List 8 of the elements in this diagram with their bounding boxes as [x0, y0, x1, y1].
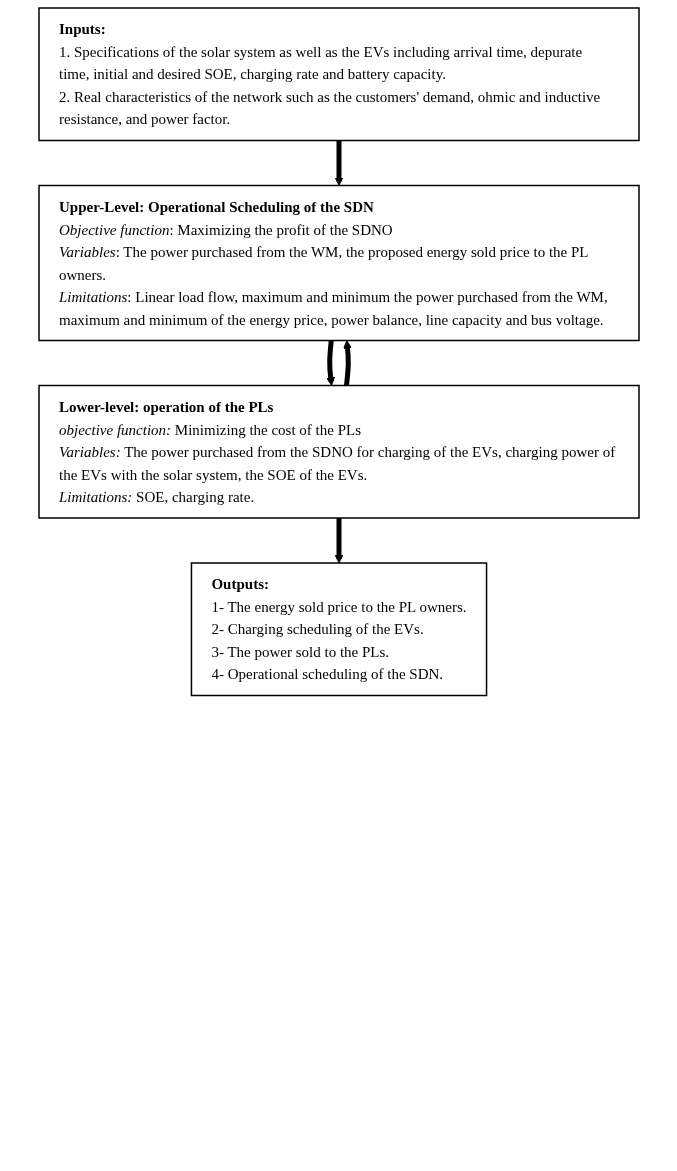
- node-box: Lower-level: operation of the PLs objective function: Minimizing the cost of the PLs Variables: The power purchased from the SDNO for charging of the EVs, charging power of the EVs with the solar system, the SOE of the EVs. Limitations: SOE, charging rate.: [37, 384, 640, 519]
- arrow: [325, 340, 335, 386]
- node-box: Inputs: 1. Specifications of the solar system as well as the EVs including arrival time, depurate time, initial and desired SOE, charging rate and battery capacity. 2. Real characteristics of the network such as the customers' demand, ohmic and inductive resistance, and power factor.: [37, 7, 640, 142]
- arrow: [342, 340, 352, 386]
- node-box: Upper-Level: Operational Scheduling of the SDN Objective function: Maximizing the profit of the SDNO Variables: The power purchased from the WM, the proposed energy sold price to the PL owners. Limitations: Linear load flow, maximum and minimum the power purchased from the WM, maximum and minimum of the energy price, power balance, line capacity and bus voltage.: [37, 184, 640, 342]
- arrow: [334, 518, 343, 564]
- node-box: Outputs: 1- The energy sold price to the PL owners. 2- Charging scheduling of the EVs. 3- The power sold to the PLs. 4- Operational scheduling of the SDN.: [190, 562, 487, 697]
- arrow: [334, 140, 343, 186]
